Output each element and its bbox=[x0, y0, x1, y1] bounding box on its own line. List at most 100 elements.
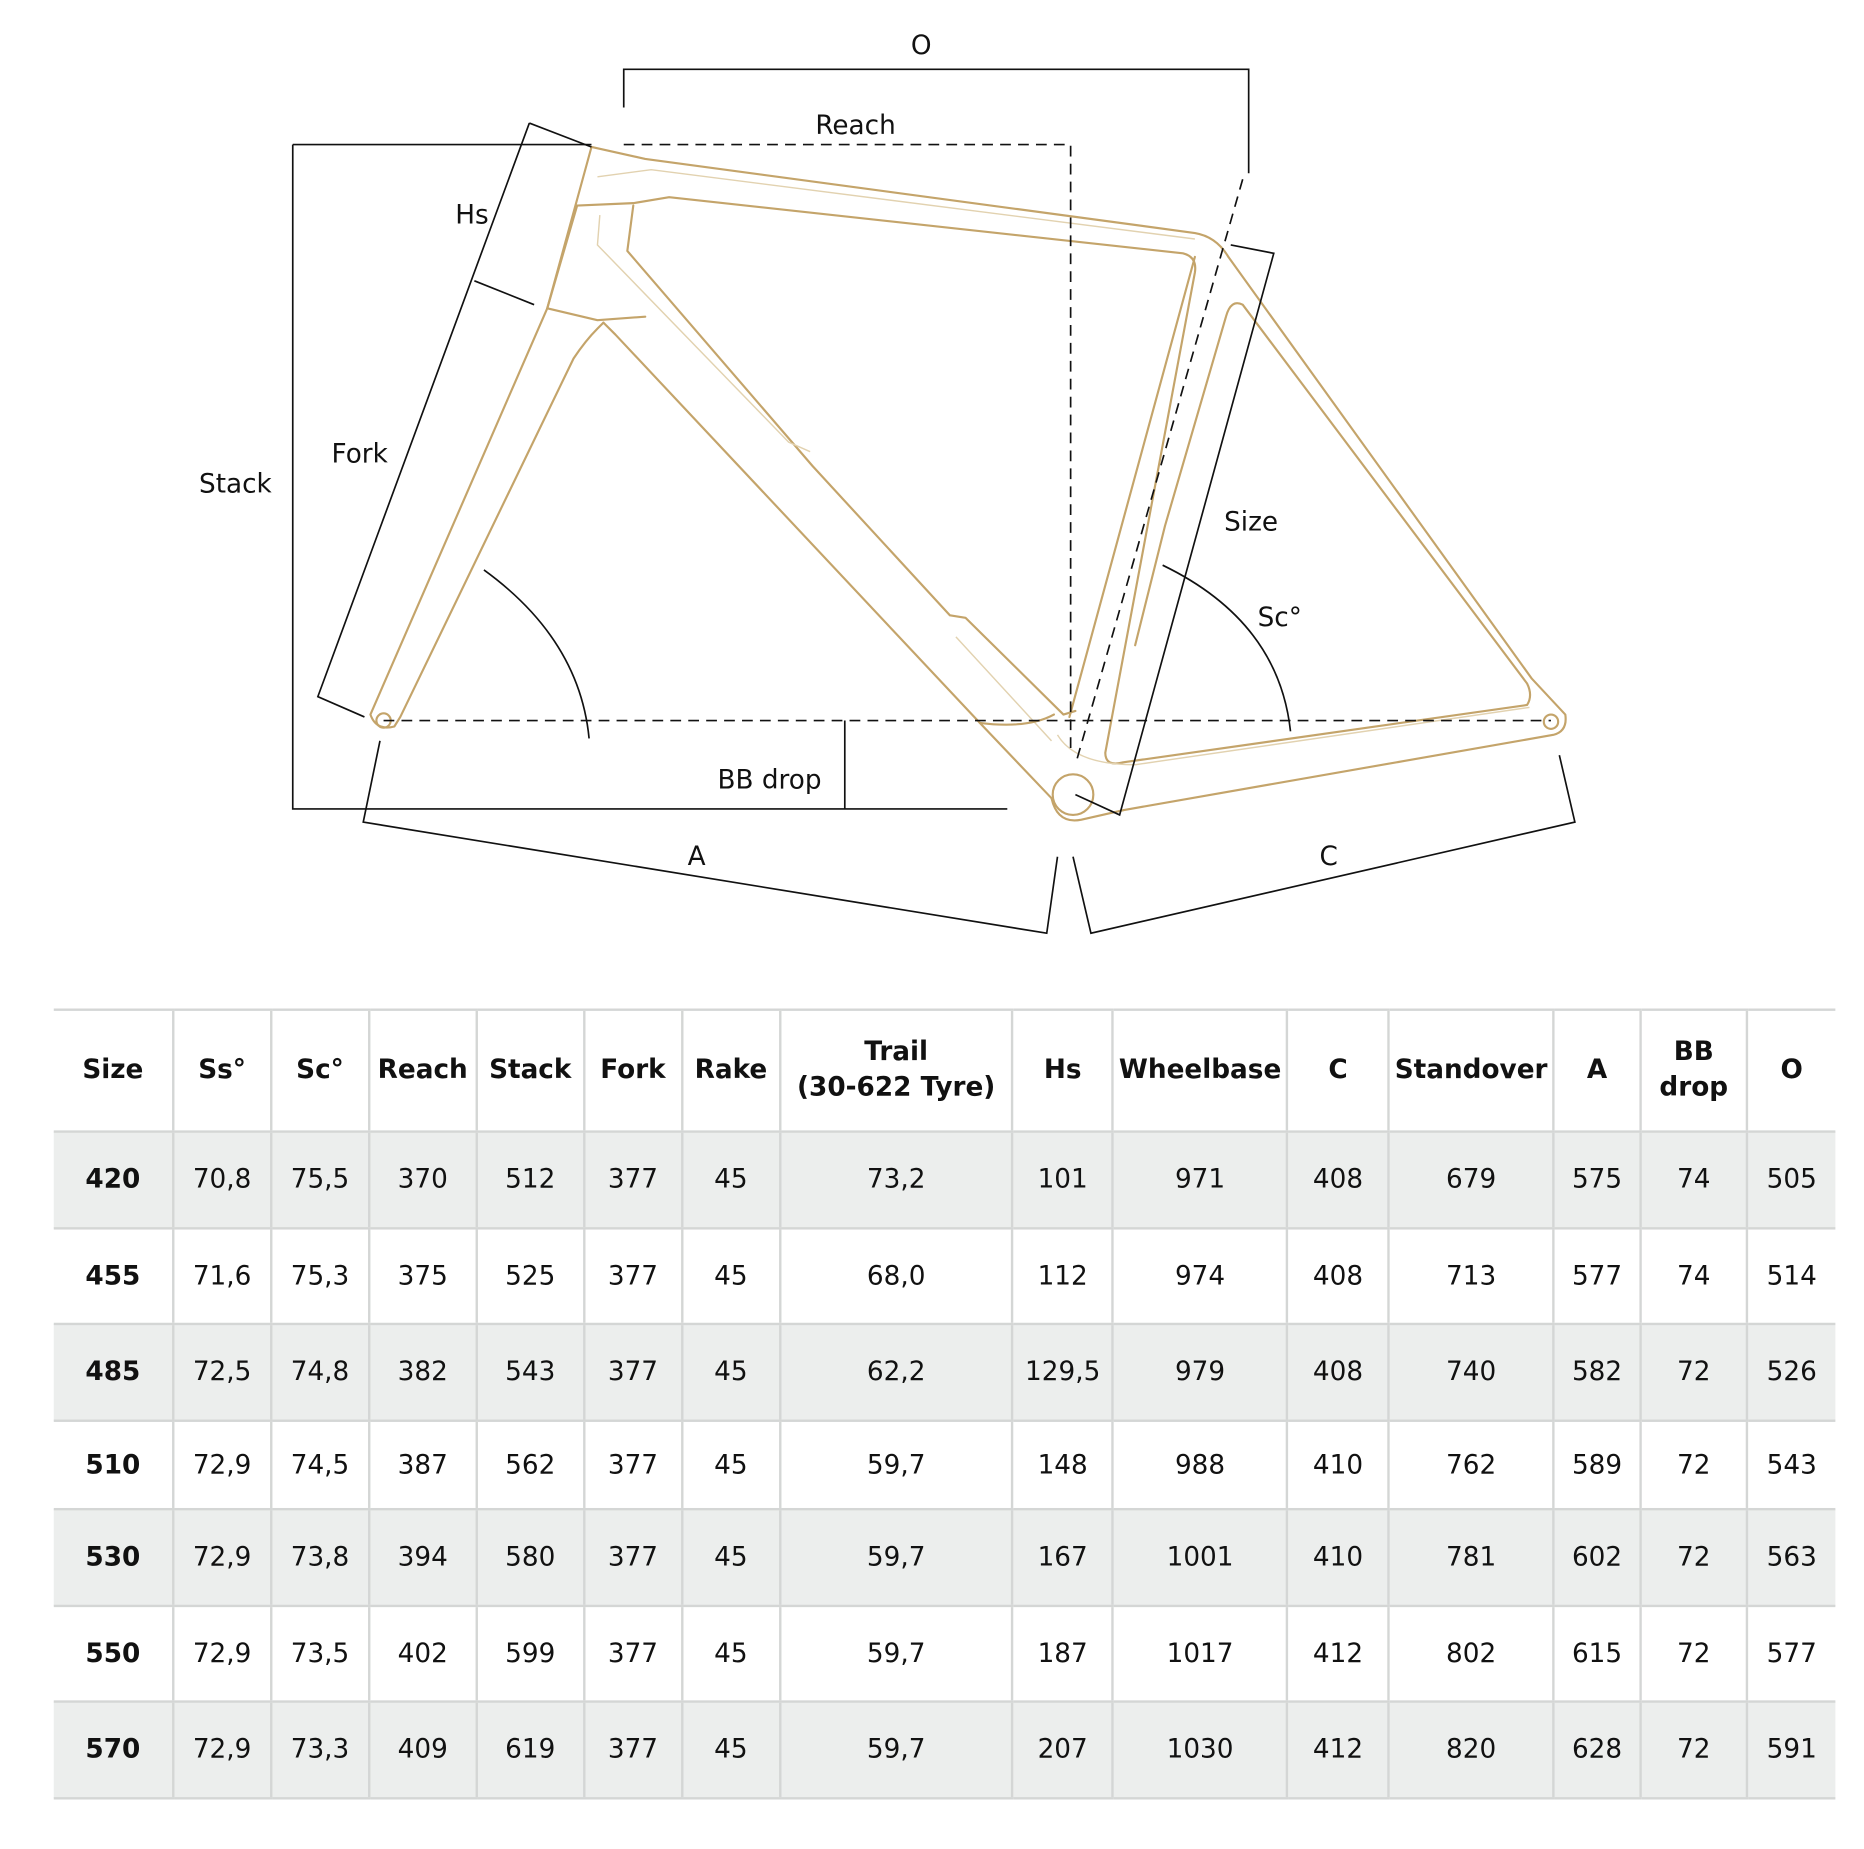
table-cell: 45 bbox=[680, 1509, 780, 1608]
table-cell: 187 bbox=[1011, 1605, 1113, 1703]
table-cell: 514 bbox=[1745, 1228, 1836, 1326]
table-cell: 68,0 bbox=[778, 1228, 1013, 1326]
table-cell: 45 bbox=[680, 1323, 780, 1422]
table-cell: 45 bbox=[680, 1701, 780, 1800]
column-header: Standover bbox=[1387, 1008, 1554, 1133]
table-cell: 72,9 bbox=[171, 1509, 272, 1608]
table-cell: 73,8 bbox=[269, 1509, 369, 1608]
table-cell: 599 bbox=[475, 1605, 584, 1703]
table-cell: 370 bbox=[367, 1131, 477, 1230]
table-cell: 377 bbox=[582, 1323, 682, 1422]
table-cell: 45 bbox=[680, 1228, 780, 1326]
table-cell: 73,3 bbox=[269, 1701, 369, 1800]
table-cell: 72,9 bbox=[171, 1605, 272, 1703]
table-cell: 387 bbox=[367, 1420, 477, 1511]
table-cell: 72,9 bbox=[171, 1420, 272, 1511]
table-cell: 408 bbox=[1286, 1323, 1389, 1422]
table-cell: 410 bbox=[1286, 1420, 1389, 1511]
label-c: C bbox=[1320, 842, 1338, 872]
table-cell: 530 bbox=[53, 1509, 174, 1608]
table-cell: 455 bbox=[53, 1228, 174, 1326]
table-cell: 72 bbox=[1639, 1701, 1747, 1800]
table-cell: 74 bbox=[1639, 1228, 1747, 1326]
table-cell: 71,6 bbox=[171, 1228, 272, 1326]
table-cell: 802 bbox=[1387, 1605, 1554, 1703]
table-cell: 74,8 bbox=[269, 1323, 369, 1422]
table-cell: 1017 bbox=[1111, 1605, 1288, 1703]
table-cell: 762 bbox=[1387, 1420, 1554, 1511]
table-cell: 62,2 bbox=[778, 1323, 1013, 1422]
table-cell: 410 bbox=[1286, 1509, 1389, 1608]
table-cell: 510 bbox=[53, 1420, 174, 1511]
table-cell: 412 bbox=[1286, 1605, 1389, 1703]
table-cell: 412 bbox=[1286, 1701, 1389, 1800]
table-cell: 72 bbox=[1639, 1420, 1747, 1511]
table-cell: 73,5 bbox=[269, 1605, 369, 1703]
table-cell: 70,8 bbox=[171, 1131, 272, 1230]
column-header: Sc° bbox=[269, 1008, 369, 1133]
table-cell: 577 bbox=[1552, 1228, 1641, 1326]
table-cell: 72,5 bbox=[171, 1323, 272, 1422]
table-cell: 974 bbox=[1111, 1228, 1288, 1326]
column-header: O bbox=[1745, 1008, 1836, 1133]
table-cell: 580 bbox=[475, 1509, 584, 1608]
column-header: Size bbox=[53, 1008, 174, 1133]
column-header: C bbox=[1286, 1008, 1389, 1133]
table-cell: 628 bbox=[1552, 1701, 1641, 1800]
table-cell: 562 bbox=[475, 1420, 584, 1511]
dimension-lines bbox=[291, 68, 1576, 935]
label-stack: Stack bbox=[199, 469, 273, 499]
table-cell: 72 bbox=[1639, 1509, 1747, 1608]
table-cell: 979 bbox=[1111, 1323, 1288, 1422]
table-cell: 525 bbox=[475, 1228, 584, 1326]
table-cell: 59,7 bbox=[778, 1605, 1013, 1703]
table-cell: 167 bbox=[1011, 1509, 1113, 1608]
table-cell: 74 bbox=[1639, 1131, 1747, 1230]
label-a: A bbox=[688, 842, 706, 872]
table-cell: 129,5 bbox=[1011, 1323, 1113, 1422]
table-cell: 591 bbox=[1745, 1701, 1836, 1800]
table-cell: 375 bbox=[367, 1228, 477, 1326]
label-sc-angle: Sc° bbox=[1258, 603, 1302, 633]
table-cell: 74,5 bbox=[269, 1420, 369, 1511]
table-cell: 582 bbox=[1552, 1323, 1641, 1422]
label-bb-drop: BB drop bbox=[718, 766, 822, 796]
table-cell: 420 bbox=[53, 1131, 174, 1230]
table-cell: 394 bbox=[367, 1509, 477, 1608]
column-header: Reach bbox=[367, 1008, 477, 1133]
table-cell: 577 bbox=[1745, 1605, 1836, 1703]
table-cell: 988 bbox=[1111, 1420, 1288, 1511]
table-cell: 72 bbox=[1639, 1323, 1747, 1422]
table-cell: 971 bbox=[1111, 1131, 1288, 1230]
table-cell: 505 bbox=[1745, 1131, 1836, 1230]
column-header: A bbox=[1552, 1008, 1641, 1133]
table-cell: 575 bbox=[1552, 1131, 1641, 1230]
column-header: Hs bbox=[1011, 1008, 1113, 1133]
table-cell: 75,5 bbox=[269, 1131, 369, 1230]
table-cell: 45 bbox=[680, 1420, 780, 1511]
table-cell: 526 bbox=[1745, 1323, 1836, 1422]
table-cell: 382 bbox=[367, 1323, 477, 1422]
table-cell: 377 bbox=[582, 1701, 682, 1800]
table-cell: 550 bbox=[53, 1605, 174, 1703]
table-cell: 740 bbox=[1387, 1323, 1554, 1422]
table-cell: 72 bbox=[1639, 1605, 1747, 1703]
table-cell: 207 bbox=[1011, 1701, 1113, 1800]
table-cell: 59,7 bbox=[778, 1509, 1013, 1608]
table-cell: 570 bbox=[53, 1701, 174, 1800]
table-cell: 45 bbox=[680, 1605, 780, 1703]
table-cell: 45 bbox=[680, 1131, 780, 1230]
label-reach: Reach bbox=[815, 111, 895, 141]
table-cell: 408 bbox=[1286, 1228, 1389, 1326]
column-header: Trail (30-622 Tyre) bbox=[778, 1008, 1013, 1133]
table-cell: 619 bbox=[475, 1701, 584, 1800]
table-cell: 1030 bbox=[1111, 1701, 1288, 1800]
table-cell: 512 bbox=[475, 1131, 584, 1230]
